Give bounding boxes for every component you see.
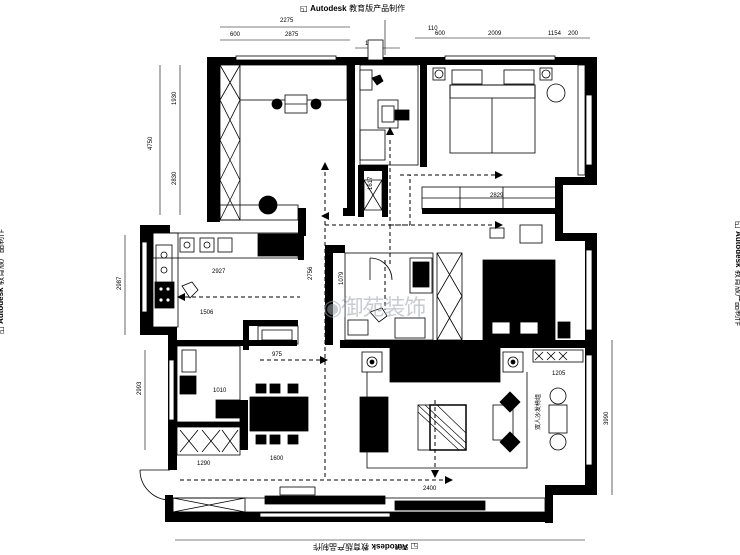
dim-int-3: 1506 [200, 310, 214, 316]
interior-walls [177, 57, 585, 450]
autodesk-logo-icon: ◱ [300, 4, 308, 13]
dim-int-10: 2400 [423, 486, 437, 492]
flow-arrowheads [177, 127, 503, 484]
dim-int-12: 1205 [552, 371, 566, 377]
bathroom-top [359, 64, 419, 211]
watermark-top: ◱ Autodesk 教育版产品制作 [300, 4, 406, 13]
dim-left-1: 4750 [148, 136, 154, 150]
dim-int-5: 1079 [339, 271, 345, 285]
dim-left-3: 2830 [172, 171, 178, 185]
dim-top-7: 2009 [488, 31, 502, 37]
dim-top-8: 1154 [548, 31, 562, 37]
dim-int-6: 975 [272, 352, 283, 358]
balcony [219, 64, 348, 221]
dim-left-2: 1930 [172, 91, 178, 105]
kitchen [152, 232, 299, 345]
brand-watermark-logo: ◉御苑装饰 [323, 296, 426, 321]
dim-left-5: 2993 [137, 381, 143, 395]
dimension-lines [124, 20, 613, 541]
windows [141, 39, 593, 518]
entry [139, 469, 546, 513]
dim-left-4: 2987 [117, 276, 123, 290]
dim-top-6: 600 [435, 31, 446, 37]
second-bedroom [482, 224, 571, 341]
dim-int-2: 2927 [212, 269, 226, 275]
balcony-table [258, 94, 322, 215]
dim-int-4: 2756 [308, 266, 314, 280]
bathroom-center [344, 252, 463, 341]
dim-top-5: 110 [428, 26, 438, 32]
master-bedroom [421, 64, 586, 210]
dining-note-label: 双人沙发椅组 [534, 394, 542, 430]
dim-top-1: 2275 [280, 18, 294, 24]
dim-top-3: 2875 [285, 32, 299, 38]
dim-int-7: 1010 [213, 388, 227, 394]
dim-int-1: 2829 [490, 193, 504, 199]
brand-logo-icon: ◉ [323, 296, 342, 321]
living-room [359, 347, 584, 469]
dim-right-1: 3990 [604, 411, 610, 425]
dining-area [176, 345, 309, 456]
dim-bottom: 9895 [395, 546, 409, 552]
dim-int-8: 1600 [270, 456, 284, 462]
dim-top-2: 600 [230, 32, 241, 38]
dim-int-9: 1290 [197, 461, 211, 467]
dim-int-11: 1617 [368, 176, 374, 190]
dim-top-9: 200 [568, 31, 579, 37]
